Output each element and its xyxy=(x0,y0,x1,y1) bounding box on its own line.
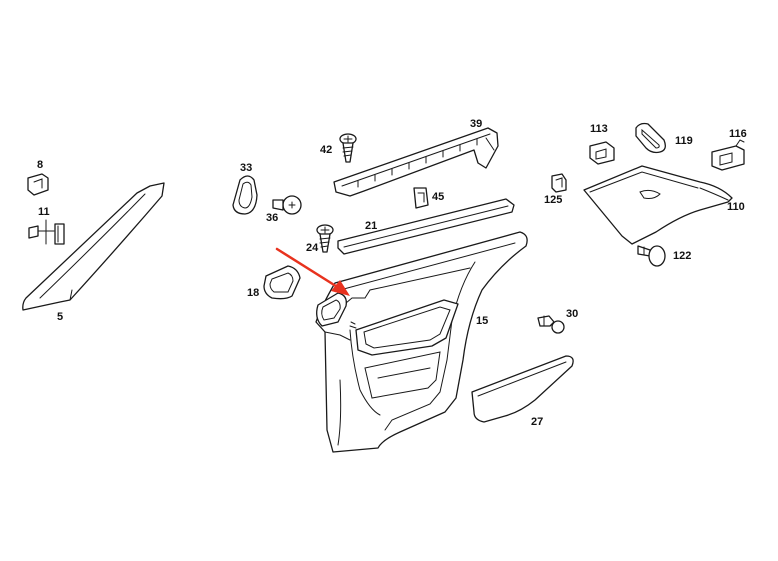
part-21-seal-strip xyxy=(337,198,515,255)
part-125-clip xyxy=(551,173,567,193)
label-119: 119 xyxy=(675,135,693,147)
label-30: 30 xyxy=(566,308,578,320)
part-110-shelf-trim xyxy=(583,165,733,245)
label-21: 21 xyxy=(365,220,377,232)
part-15-quarter-panel xyxy=(315,231,528,453)
part-18-square-grommet xyxy=(263,265,301,300)
label-110: 110 xyxy=(727,201,745,213)
pointer-arrow xyxy=(275,247,350,296)
label-24: 24 xyxy=(306,242,319,254)
part-11-retainer xyxy=(28,219,65,245)
label-116: 116 xyxy=(729,128,747,140)
label-42: 42 xyxy=(320,144,332,156)
part-24-screw xyxy=(316,224,334,253)
part-33-oval-grommet xyxy=(232,175,258,215)
label-125: 125 xyxy=(544,194,562,206)
label-8: 8 xyxy=(37,159,43,171)
label-15: 15 xyxy=(476,315,488,327)
label-122: 122 xyxy=(673,250,691,262)
label-45: 45 xyxy=(432,191,444,203)
label-11: 11 xyxy=(38,206,50,218)
part-122-push-rivet xyxy=(637,245,666,267)
part-119-oval-grommet xyxy=(635,122,666,154)
label-33: 33 xyxy=(240,162,252,174)
part-27-side-cover xyxy=(471,355,574,423)
part-39-bracket-rail xyxy=(333,127,499,197)
label-36: 36 xyxy=(266,212,278,224)
part-36-rivet xyxy=(272,195,302,215)
label-18: 18 xyxy=(247,287,259,299)
part-42-screw xyxy=(339,133,357,163)
label-5: 5 xyxy=(57,311,63,323)
part-5-pillar-trim xyxy=(22,182,165,311)
part-45-clip xyxy=(413,187,429,209)
part-8-clip xyxy=(27,173,49,196)
part-116-bracket-clip xyxy=(711,139,745,171)
label-27: 27 xyxy=(531,416,543,428)
part-113-clip xyxy=(589,141,615,165)
label-113: 113 xyxy=(590,123,608,135)
label-39: 39 xyxy=(470,118,482,130)
part-30-push-pin xyxy=(537,315,565,334)
